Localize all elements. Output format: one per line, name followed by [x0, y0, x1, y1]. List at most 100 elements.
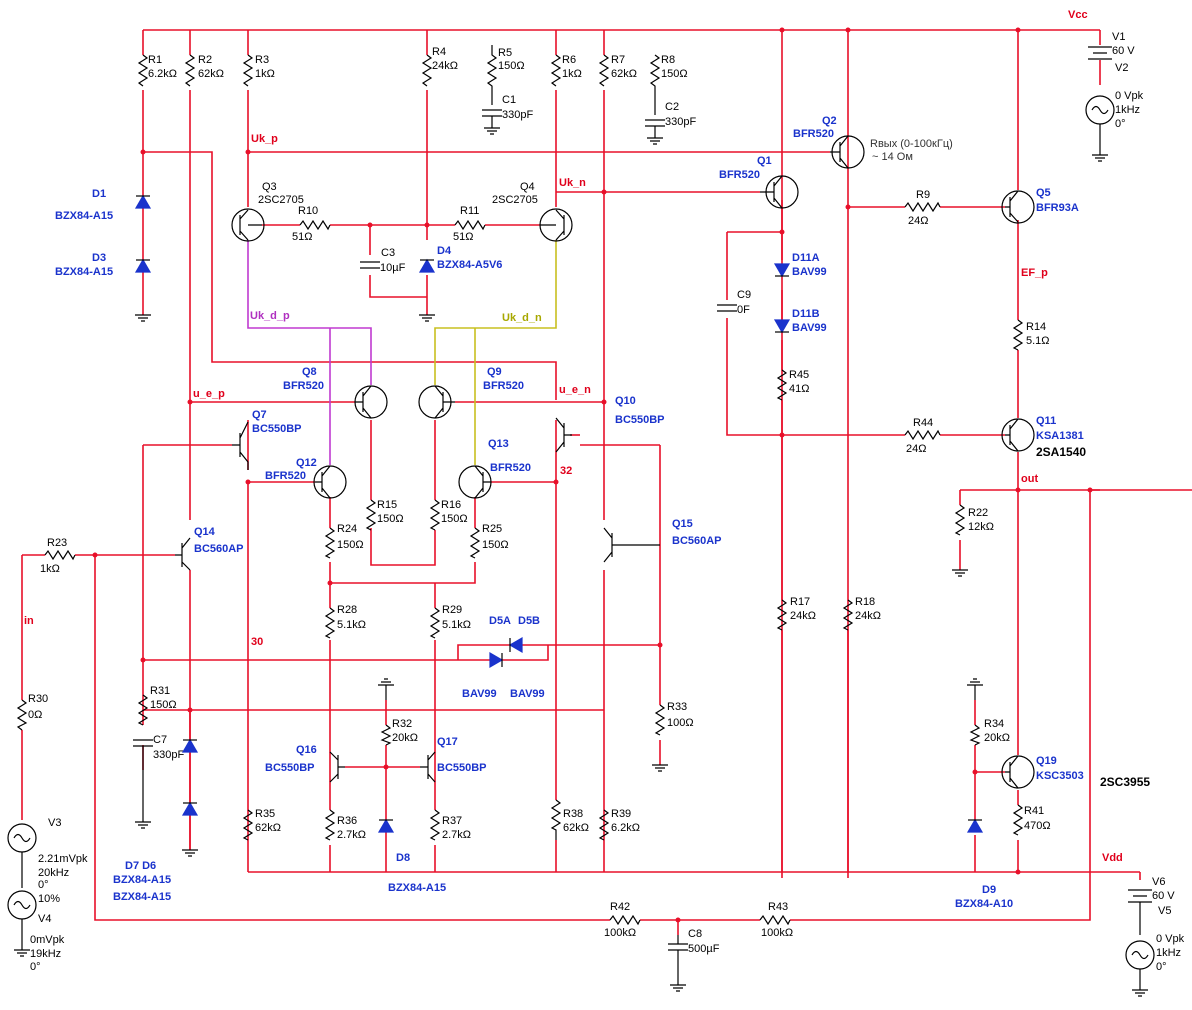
svg-text:Q19: Q19	[1036, 755, 1057, 767]
note-q11-alt: 2SA1540	[1036, 445, 1086, 459]
svg-text:24Ω: 24Ω	[906, 443, 926, 455]
svg-text:BFR93A: BFR93A	[1036, 202, 1079, 214]
net-label-u-e-n: u_e_n	[559, 384, 591, 396]
svg-text:62kΩ: 62kΩ	[198, 68, 224, 80]
svg-text:62kΩ: 62kΩ	[563, 822, 589, 834]
svg-text:R37: R37	[442, 815, 462, 827]
net-label-in: in	[24, 615, 34, 627]
svg-text:BFR520: BFR520	[483, 380, 524, 392]
svg-text:330pF: 330pF	[153, 749, 184, 761]
svg-text:0°: 0°	[38, 879, 49, 891]
ground-symbols	[14, 127, 1148, 997]
svg-text:62kΩ: 62kΩ	[255, 822, 281, 834]
svg-text:Q3: Q3	[262, 181, 277, 193]
svg-text:100kΩ: 100kΩ	[604, 927, 636, 939]
svg-text:51Ω: 51Ω	[292, 231, 312, 243]
svg-text:Q8: Q8	[302, 366, 317, 378]
net-label-u-e-p: u_e_p	[193, 388, 225, 400]
svg-text:330pF: 330pF	[502, 109, 533, 121]
wire-network	[21, 29, 1192, 935]
svg-text:BFR520: BFR520	[719, 169, 760, 181]
svg-text:0 Vpk: 0 Vpk	[1156, 933, 1185, 945]
svg-text:R11: R11	[460, 205, 479, 217]
svg-text:R9: R9	[916, 189, 930, 201]
svg-text:BC560AP: BC560AP	[194, 543, 244, 555]
svg-text:R35: R35	[255, 808, 275, 820]
svg-text:Q12: Q12	[296, 457, 317, 469]
svg-text:BZX84-A15: BZX84-A15	[55, 210, 113, 222]
svg-text:Q5: Q5	[1036, 187, 1051, 199]
svg-text:20kΩ: 20kΩ	[392, 732, 418, 744]
net-label-vdd: Vdd	[1102, 852, 1123, 864]
svg-text:BZX84-A15: BZX84-A15	[388, 882, 446, 894]
net-labels: Vcc Vdd Uk_p Uk_n Uk_d_p Uk_d_n u_e_p u_…	[24, 9, 1123, 864]
svg-text:100Ω: 100Ω	[667, 717, 694, 729]
svg-text:BAV99: BAV99	[792, 322, 827, 334]
svg-text:5.1kΩ: 5.1kΩ	[337, 619, 366, 631]
svg-text:R6: R6	[562, 54, 576, 66]
svg-text:BC550BP: BC550BP	[252, 423, 302, 435]
svg-text:R28: R28	[337, 604, 357, 616]
svg-text:R15: R15	[377, 499, 397, 511]
svg-text:Q1: Q1	[757, 155, 772, 167]
svg-text:V3: V3	[48, 817, 61, 829]
svg-text:R24: R24	[337, 523, 357, 535]
svg-text:R17: R17	[790, 596, 810, 608]
svg-text:C9: C9	[737, 289, 751, 301]
svg-text:19kHz: 19kHz	[30, 948, 61, 960]
svg-text:BZX84-A15: BZX84-A15	[55, 266, 113, 278]
svg-text:0mVpk: 0mVpk	[30, 934, 65, 946]
svg-text:V2: V2	[1115, 62, 1128, 74]
svg-text:V5: V5	[1158, 905, 1171, 917]
net-label-32: 32	[560, 465, 572, 477]
svg-text:R38: R38	[563, 808, 583, 820]
svg-text:R7: R7	[611, 54, 625, 66]
svg-text:BC550BP: BC550BP	[615, 414, 665, 426]
svg-text:BAV99: BAV99	[510, 688, 545, 700]
svg-text:Q14: Q14	[194, 526, 216, 538]
svg-text:KSA1381: KSA1381	[1036, 430, 1084, 442]
svg-text:D5B: D5B	[518, 615, 540, 627]
svg-text:Q11: Q11	[1036, 415, 1056, 427]
svg-text:R3: R3	[255, 54, 269, 66]
svg-text:Q13: Q13	[488, 438, 509, 450]
svg-text:BFR520: BFR520	[283, 380, 324, 392]
svg-text:Q4: Q4	[520, 181, 535, 193]
svg-text:R44: R44	[913, 417, 933, 429]
svg-text:1kΩ: 1kΩ	[562, 68, 582, 80]
svg-text:10µF: 10µF	[380, 262, 406, 274]
svg-text:60 V: 60 V	[1152, 890, 1175, 902]
note-rout: Rвых (0-100кГц)	[870, 138, 953, 150]
net-label-vcc: Vcc	[1068, 9, 1088, 21]
